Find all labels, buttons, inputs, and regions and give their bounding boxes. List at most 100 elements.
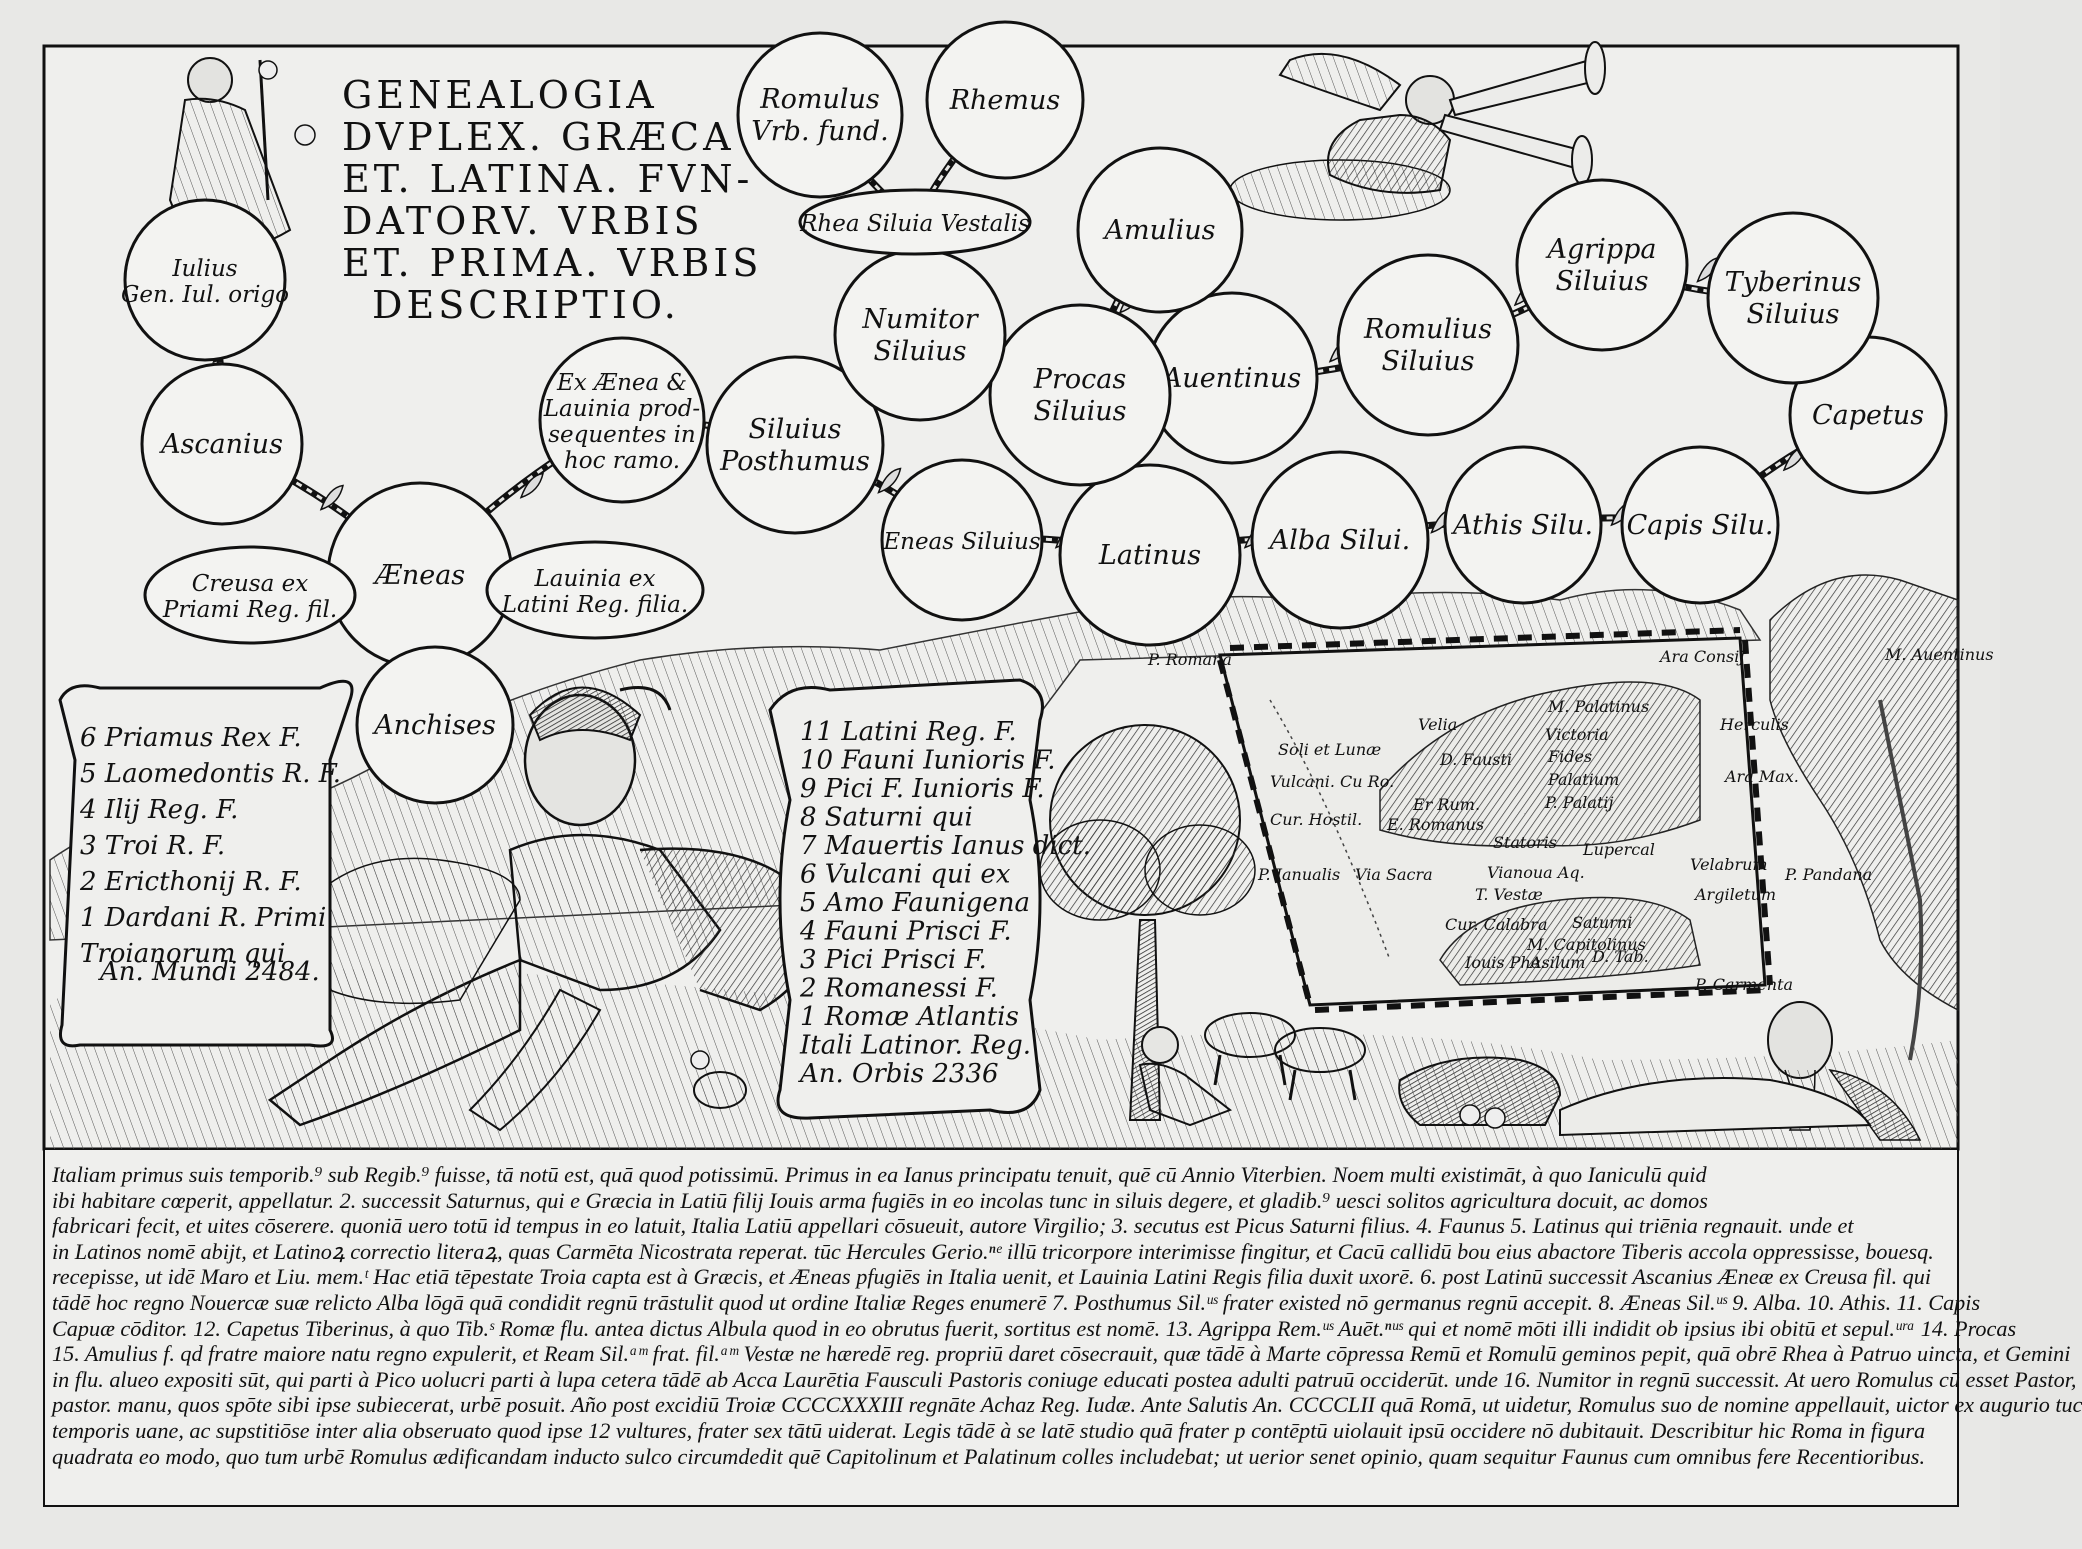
map-label: E. Romanus [1386,815,1484,834]
mount-palatine-hill [1379,681,1701,847]
scroll-line: Troianorum qui [80,939,285,969]
node-label: Siluius [1033,396,1126,427]
scroll-line: 11 Latini Reg. F. [800,717,1017,747]
scroll-line: 3 Troi R. F. [80,831,225,861]
text-line: Capuæ cōditor. 12. Capetus Tiberinus, à … [52,1315,2017,1341]
text-line: in flu. alueo expositi sūt, qui parti à … [52,1366,2077,1392]
scroll-line: 1 Dardani R. Primi [80,903,326,933]
scroll-line: Itali Latinor. Reg. [799,1031,1031,1061]
text-line: Italiam primus suis temporib.⁹ sub Regib… [52,1162,1707,1187]
node-label: Creusa ex [192,571,308,597]
text-line: in Latinos nomē abijt, et Latinoꝝ correc… [52,1238,1934,1264]
node-aeneas: Æneas [326,481,514,669]
map-label: Lupercal [1582,840,1655,859]
map-label: P. Pandana [1784,865,1872,884]
map-label: Statoris [1493,833,1557,852]
map-label: M. Auentinus [1884,645,1994,664]
tree-illustration [1039,724,1256,1121]
map-label: Cur. Calabra [1445,915,1547,934]
scroll-line: An. Orbis 2336 [798,1059,999,1089]
map-label: Herculis [1719,715,1789,734]
map-label: Via Sacra [1355,865,1433,884]
node-alba: Alba Silui. [1250,450,1430,630]
map-label: Saturni [1572,913,1632,932]
leaf-icon [519,472,544,499]
text-line: temporis uane, ac supstitiōse inter alia… [52,1417,1926,1443]
text-line: pastor. manu, quos spōte sibi ipse subie… [52,1392,2082,1418]
text-line: recepisse, ut idē Maro et Liu. mem.ᵗ Hac… [52,1264,1932,1290]
map-label: Cur. Hostil. [1270,810,1362,829]
scroll-line: 4 Fauni Prisci F. [799,917,1012,947]
node-label: Rhea Siluia Vestalis [799,211,1030,237]
map-label: Vianoua Aq. [1487,863,1585,882]
reclining-warrior-illustration [267,686,816,1132]
node-label: Gen. Iul. origo [121,282,289,308]
scroll-line: 7 Mauertis Ianus dict. [800,831,1091,861]
center-scroll-cartouche: 11 Latini Reg. F.10 Fauni Iunioris F.9 P… [768,678,1091,1120]
node-label: Agrippa [1545,234,1657,265]
node-label: Capis Silu. [1627,510,1774,541]
node-label: Auentinus [1160,363,1301,394]
map-label: Er Rum. [1412,795,1480,814]
node-label: Rhemus [949,85,1061,116]
title-line-3: ET. LATINA. FVN- [342,157,753,201]
node-label: Numitor [861,304,979,335]
node-label: Eneas Siluius [882,529,1040,555]
text-line: ibi habitare cœperit, appellatur. 2. suc… [52,1187,1708,1213]
node-amulius: Amulius [1076,146,1244,314]
node-label: Lauinia ex [534,566,656,592]
map-label: P. Carmenta [1694,975,1793,994]
map-label: Velia [1418,715,1457,734]
map-label: P. Ianualis [1257,865,1340,884]
map-label: Victoria [1545,725,1609,744]
node-latinus: Latinus [1058,463,1242,647]
node-label: Romulius [1363,314,1492,345]
scroll-line: 1 Romæ Atlantis [800,1002,1019,1032]
node-label: Siluius [1381,346,1474,377]
scroll-line: 5 Amo Faunigena [800,888,1030,918]
title-line-1: GENEALOGIA [342,73,658,117]
node-label: Capetus [1812,400,1924,431]
title-block: GENEALOGIA DVPLEX. GRÆCA ET. LATINA. FVN… [342,73,758,327]
node-label: Tyberinus [1725,267,1862,298]
map-label: Velabrum [1690,855,1768,874]
node-label: sequentes in [548,422,696,448]
node-label: Siluius [748,414,841,445]
scroll-line: 6 Priamus Rex F. [80,723,302,753]
node-aventinus: Auentinus [1145,291,1319,465]
text-line: 15. Amulius f. qd fratre maiore natu reg… [52,1341,2071,1367]
map-label: D. Fausti [1439,750,1512,769]
node-label: Siluius [1555,266,1648,297]
she-wolf-with-twins-illustration [1398,1056,1562,1129]
text-line: quadrata eo modo, quo tum urbē Romulus æ… [52,1443,1925,1469]
text-line: fabricari fecit, et uites cōserere. quon… [52,1213,1854,1239]
text-line: tādē hoc regno Nouercæ suæ relicto Alba … [52,1289,1981,1315]
bird-illustration [690,1050,747,1109]
node-label: Iulius [171,256,237,282]
title-line-6: DESCRIPTIO. [372,283,680,327]
scroll-line: 2 Ericthonij R. F. [79,867,302,897]
node-rhemus: Rhemus [925,20,1085,180]
leaf-icon [877,467,902,494]
map-label: P. Romana [1147,650,1232,669]
map-label: Ara Consij [1658,647,1744,666]
node-label: Amulius [1101,215,1215,246]
angel-with-trumpets-illustration [1229,41,1606,221]
map-label: P. Palatij [1544,793,1613,812]
mount-aventine-hill [1769,574,1959,1012]
map-label: Iouis Phe. [1464,953,1545,972]
node-label: hoc ramo. [564,448,680,474]
node-label: Siluius [873,336,966,367]
map-label: Soli et Lunæ [1278,740,1381,759]
map-label: M. Palatinus [1547,697,1649,716]
